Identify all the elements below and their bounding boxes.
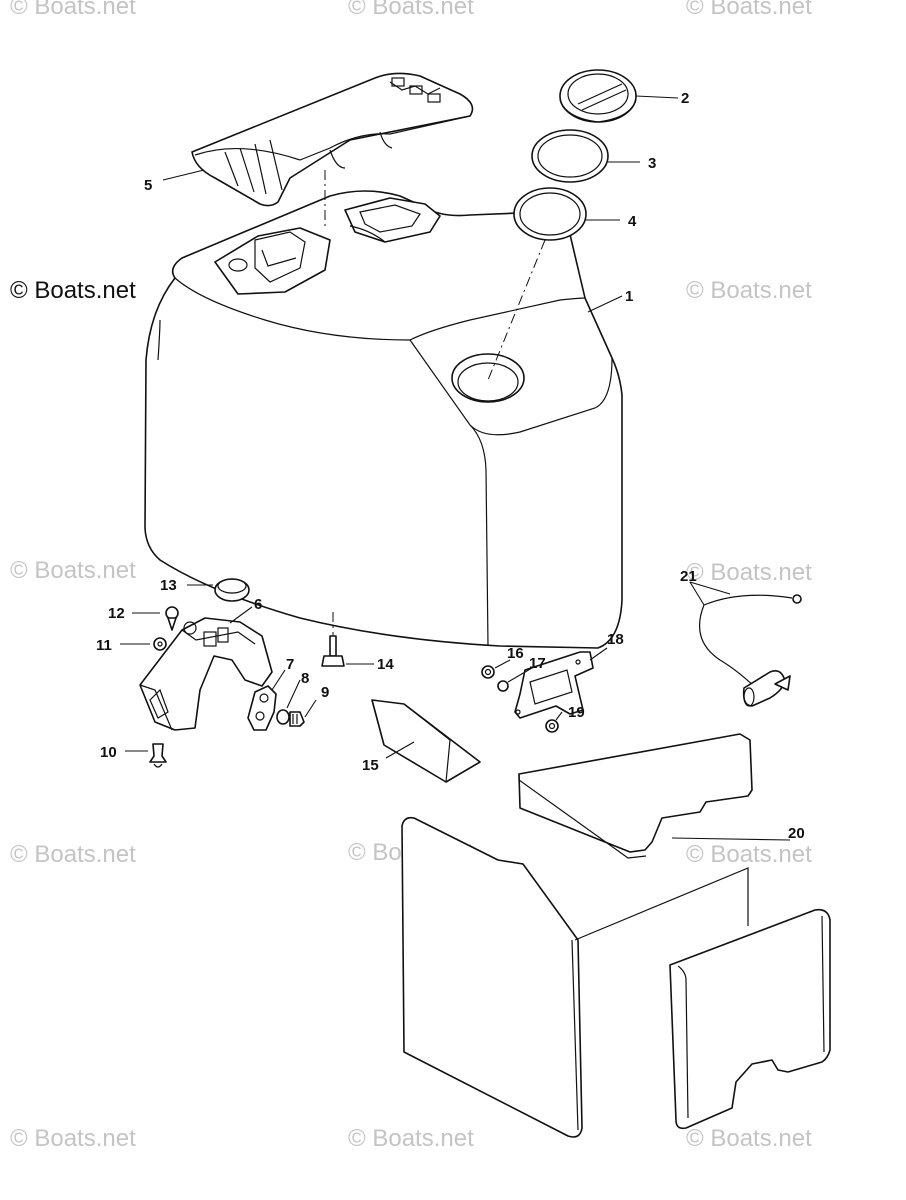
grommet: [214, 578, 250, 602]
assembly-line: [487, 239, 546, 381]
callout-4: 4: [628, 213, 637, 230]
latch-lever: [247, 685, 277, 731]
screw-small: [165, 606, 179, 631]
watermark: © Boats.net: [10, 557, 136, 584]
callout-10: 10: [100, 744, 117, 761]
callout-17: 17: [529, 655, 546, 672]
top-cover: [191, 72, 474, 230]
lanyard-key: [698, 594, 802, 707]
motor-cover: [144, 190, 623, 649]
washer-small: [276, 709, 290, 725]
watermark: © Boats.net: [10, 841, 136, 868]
watermark: © Boats.net: [10, 0, 136, 20]
callout-12: 12: [108, 605, 125, 622]
seal-ring-small: [513, 187, 587, 241]
watermark: © Boats.net: [686, 0, 812, 20]
watermark: © Boats.net: [348, 1125, 474, 1152]
leader-lines: [120, 95, 791, 841]
callout-20: 20: [788, 825, 805, 842]
callout-11: 11: [96, 637, 112, 654]
callout-8: 8: [301, 670, 309, 687]
washer: [153, 637, 167, 651]
callout-14: 14: [377, 656, 394, 673]
watermark: © Boats.net: [686, 841, 812, 868]
callout-16: 16: [507, 645, 524, 662]
fill-cap: [559, 69, 637, 123]
watermark: © Boats.net: [10, 1125, 136, 1152]
callout-6: 6: [254, 596, 262, 613]
plug: [149, 743, 167, 768]
callout-19: 19: [568, 704, 585, 721]
watermark: © Boats.net: [10, 277, 136, 304]
watermark: © Boats.net: [686, 559, 812, 586]
latch-bracket: [139, 617, 273, 731]
callout-1: 1: [625, 288, 633, 305]
callout-7: 7: [286, 656, 294, 673]
callout-5: 5: [144, 177, 152, 194]
flange-bolt: [321, 612, 345, 667]
latch-plate-assembly: [481, 651, 594, 733]
callout-13: 13: [160, 577, 177, 594]
callout-3: 3: [648, 155, 656, 172]
watermark: © Boats.net: [686, 1125, 812, 1152]
callout-21: 21: [680, 568, 697, 585]
watermark: © Boats.net: [686, 277, 812, 304]
watermark: © Boats.net: [348, 0, 474, 20]
seal-ring-large: [531, 129, 609, 183]
callout-15: 15: [362, 757, 379, 774]
callout-9: 9: [321, 684, 329, 701]
callout-18: 18: [607, 631, 624, 648]
callout-2: 2: [681, 90, 689, 107]
acoustic-liner-set: [401, 733, 831, 1138]
bolt: [289, 711, 305, 727]
angle-strip: [371, 699, 481, 783]
